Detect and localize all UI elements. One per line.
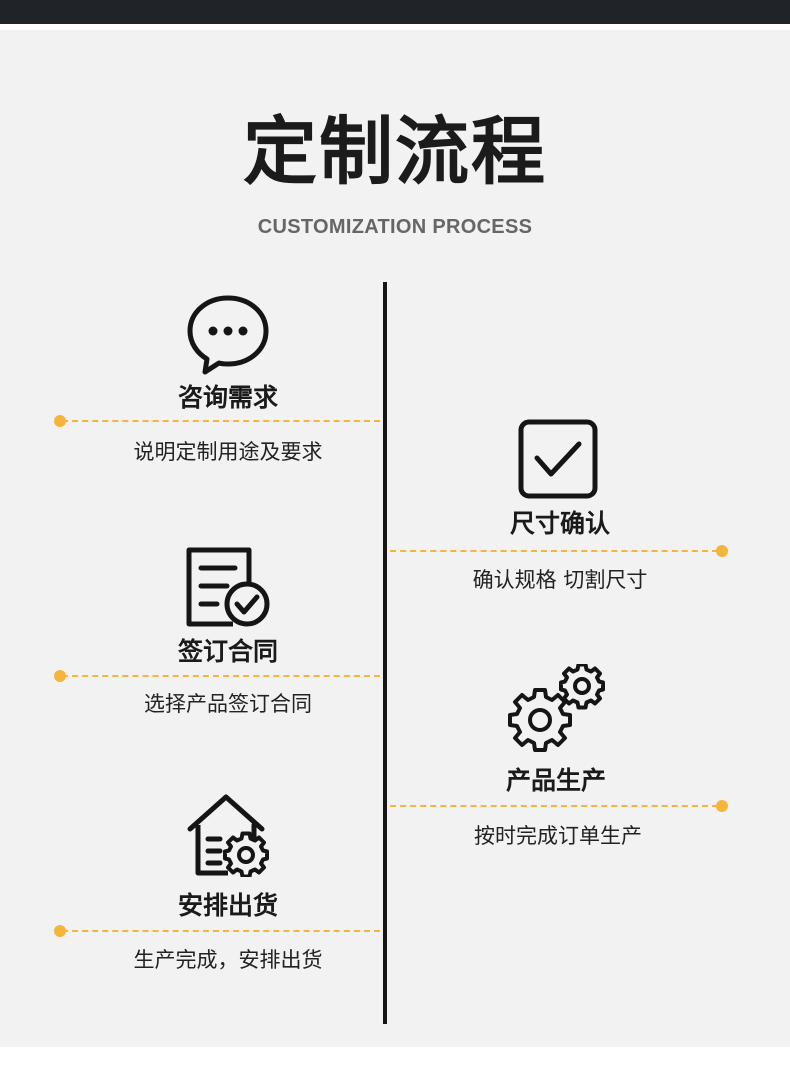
top-bar xyxy=(0,0,790,24)
timeline-dashed-line xyxy=(390,805,718,807)
gears-icon xyxy=(508,664,605,752)
timeline-dot xyxy=(54,415,66,427)
timeline-dot xyxy=(54,925,66,937)
timeline-dashed-line xyxy=(62,420,380,422)
step-title: 尺寸确认 xyxy=(509,509,610,538)
step-description: 选择产品签订合同 xyxy=(144,692,312,716)
checkbox-icon xyxy=(518,419,598,499)
timeline-dashed-line xyxy=(62,930,380,932)
timeline-dot xyxy=(54,670,66,682)
timeline-dashed-line xyxy=(62,675,380,677)
step-description: 按时完成订单生产 xyxy=(474,824,642,848)
warehouse-icon xyxy=(187,794,269,877)
timeline-divider xyxy=(383,282,387,1024)
step-title: 签订合同 xyxy=(177,637,278,666)
step-description: 确认规格 切割尺寸 xyxy=(472,568,648,592)
step-description: 说明定制用途及要求 xyxy=(133,440,323,464)
step-description: 生产完成，安排出货 xyxy=(133,948,323,972)
contract-icon xyxy=(186,547,270,627)
step-title: 安排出货 xyxy=(177,891,278,920)
page-title: 定制流程 xyxy=(243,109,547,195)
timeline-dot xyxy=(716,800,728,812)
timeline-dashed-line xyxy=(390,550,718,552)
step-title: 咨询需求 xyxy=(177,383,278,412)
top-separator xyxy=(0,24,790,30)
page-subtitle: CUSTOMIZATION PROCESS xyxy=(257,216,533,238)
chat-bubble-icon xyxy=(187,295,269,375)
step-title: 产品生产 xyxy=(505,766,606,795)
bottom-strip xyxy=(0,1047,790,1077)
timeline-dot xyxy=(716,545,728,557)
